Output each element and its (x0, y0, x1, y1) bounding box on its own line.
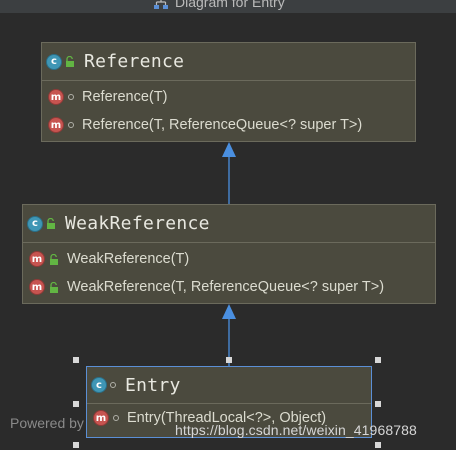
class-node-entry[interactable]: c Entry m Entry(ThreadLocal<?>, Object) (86, 366, 372, 438)
method-icon: m (48, 117, 64, 133)
inheritance-arrowhead-weakref (222, 304, 236, 319)
method-signature: Reference(T, ReferenceQueue<? super T>) (82, 117, 363, 133)
class-node-weak-reference[interactable]: c WeakReference m WeakReference(T) m (22, 204, 436, 304)
resize-handle-top-right[interactable] (375, 357, 381, 363)
class-name: Reference (84, 51, 185, 72)
method-row[interactable]: m Entry(ThreadLocal<?>, Object) (87, 404, 371, 432)
package-private-icon (113, 415, 119, 421)
lock-open-icon (66, 56, 74, 67)
class-node-reference[interactable]: c Reference m Reference(T) m Reference(T… (41, 42, 416, 142)
resize-handle-middle-right[interactable] (375, 401, 381, 407)
resize-handle-middle-left[interactable] (73, 401, 79, 407)
resize-handle-top-middle[interactable] (226, 357, 232, 363)
title-bar-content: Diagram for Entry (153, 0, 285, 10)
window-title: Diagram for Entry (175, 0, 285, 10)
lock-open-icon (50, 281, 58, 293)
method-signature: WeakReference(T) (67, 251, 190, 267)
package-private-icon (110, 382, 116, 388)
method-row[interactable]: m Reference(T) (42, 83, 415, 111)
package-private-icon (68, 94, 74, 100)
node-members: m Entry(ThreadLocal<?>, Object) (87, 404, 371, 432)
method-row[interactable]: m Reference(T, ReferenceQueue<? super T>… (42, 111, 415, 139)
lock-open-icon (50, 253, 58, 265)
class-icon: c (27, 215, 43, 232)
method-row[interactable]: m WeakReference(T) (23, 245, 435, 273)
method-icon: m (48, 89, 64, 105)
method-icon: m (93, 410, 109, 426)
watermark-powered-by: Powered by (10, 415, 84, 431)
diagram-icon (154, 0, 168, 9)
method-signature: WeakReference(T, ReferenceQueue<? super … (67, 279, 385, 295)
resize-handle-bottom-right[interactable] (375, 442, 381, 448)
class-icon: c (91, 377, 107, 393)
class-icon: c (46, 53, 62, 70)
method-signature: Reference(T) (82, 89, 168, 105)
resize-handle-top-left[interactable] (73, 357, 79, 363)
method-signature: Entry(ThreadLocal<?>, Object) (127, 410, 327, 426)
class-name: WeakReference (65, 213, 210, 234)
node-members: m WeakReference(T) m WeakReference(T, Re… (23, 243, 435, 301)
node-header: c Entry (87, 367, 371, 404)
method-row[interactable]: m WeakReference(T, ReferenceQueue<? supe… (23, 273, 435, 301)
node-members: m Reference(T) m Reference(T, ReferenceQ… (42, 81, 415, 139)
class-name: Entry (125, 374, 181, 396)
node-header: c WeakReference (23, 205, 435, 243)
resize-handle-bottom-left[interactable] (73, 442, 79, 448)
inheritance-arrowhead-reference (222, 142, 236, 157)
lock-open-icon (47, 218, 55, 229)
method-icon: m (29, 251, 45, 267)
title-bar: Diagram for Entry (0, 0, 456, 13)
method-icon: m (29, 279, 45, 295)
watermark-url: https://blog.csdn.net/weixin_41968788 (175, 422, 417, 438)
node-header: c Reference (42, 43, 415, 81)
package-private-icon (68, 122, 74, 128)
